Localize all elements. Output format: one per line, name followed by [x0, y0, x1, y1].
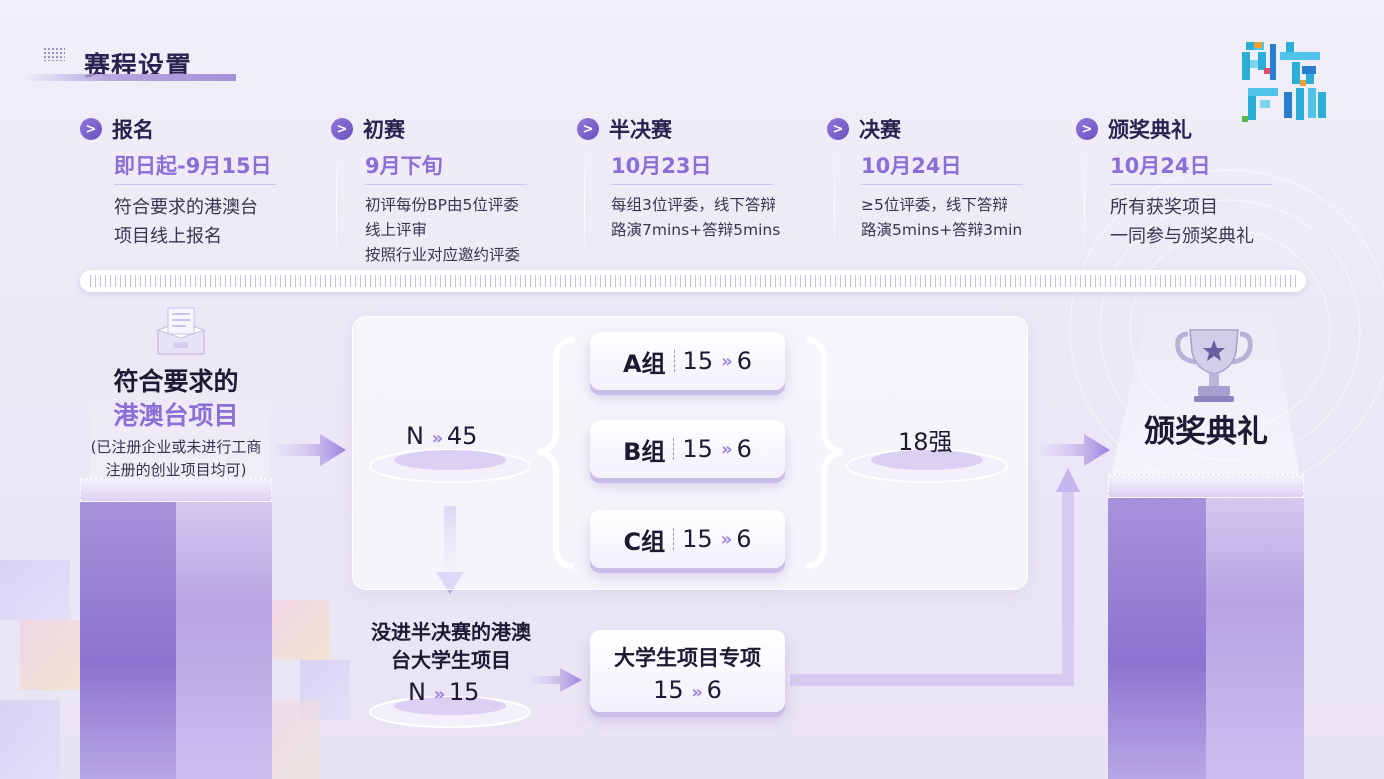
- stage-date: 9月下旬: [365, 150, 527, 185]
- stage-divider: [336, 150, 337, 265]
- group-label: B组: [623, 437, 666, 466]
- group-c-card: C组 15 » 6: [590, 510, 785, 568]
- result-node: 18强: [898, 428, 953, 456]
- group-to: 6: [736, 525, 752, 553]
- timeline-ruler: [80, 270, 1306, 292]
- title-underline: [24, 74, 236, 81]
- stage-desc: 所有获奖项目 一同参与颁奖典礼: [1110, 193, 1306, 251]
- stage-divider: [584, 150, 585, 265]
- entry-title-line1: 符合要求的: [113, 367, 239, 396]
- start-n-label: N: [406, 422, 424, 450]
- start-n-value: 45: [446, 422, 478, 450]
- stage-desc: 符合要求的港澳台 项目线上报名: [114, 193, 310, 251]
- start-disc: [369, 449, 531, 483]
- stage-name: 半决赛: [609, 118, 672, 142]
- entry-pillar-right-face: [176, 490, 272, 779]
- stage-desc-line: 每组3位评委，线下答辩: [611, 196, 776, 214]
- stage-desc-line: 项目线上报名: [114, 226, 222, 247]
- stage-desc-line: ≥5位评委，线下答辩: [861, 196, 1008, 214]
- chevron-right-icon: >: [1076, 118, 1098, 140]
- arrow-icon: »: [721, 350, 732, 372]
- entry-note-line: (已注册企业或未进行工商: [90, 438, 262, 456]
- university-label-line: 没进半决赛的港澳: [371, 620, 531, 644]
- entry-pillar-top: [80, 478, 272, 502]
- chevron-right-icon: >: [331, 118, 353, 140]
- university-n-value: 15: [448, 678, 480, 706]
- brand-logo-icon: [1242, 42, 1326, 122]
- university-disc: [369, 696, 531, 728]
- start-node: N » 45: [406, 422, 477, 450]
- entry-note: (已注册企业或未进行工商 注册的创业项目均可): [60, 436, 292, 482]
- stage-preliminary: > 初赛 9月下旬 初评每份BP由5位评委 线上评审 按照行业对应邀约评委: [331, 114, 561, 268]
- chevron-right-icon: >: [80, 118, 102, 140]
- university-to: 6: [706, 676, 722, 704]
- group-a-card: A组 15 » 6: [590, 332, 785, 390]
- university-card-value: 15 » 6: [590, 676, 785, 704]
- stage-semifinal: > 半决赛 10月23日 每组3位评委，线下答辩 路演7mins+答辩5mins: [577, 114, 807, 243]
- stage-date: 10月24日: [861, 150, 1023, 185]
- university-label-line: 台大学生项目: [391, 648, 511, 672]
- university-label: 没进半决赛的港澳 台大学生项目: [350, 618, 552, 674]
- stage-date: 10月23日: [611, 150, 773, 185]
- trophy-icon: [1175, 329, 1253, 402]
- chevron-right-icon: >: [827, 118, 849, 140]
- group-separator: [673, 438, 675, 460]
- arrow-icon: »: [720, 438, 732, 460]
- stage-divider: [834, 150, 835, 265]
- stage-desc-line: 一同参与颁奖典礼: [1110, 226, 1254, 247]
- chevron-right-icon: >: [577, 118, 599, 140]
- group-from: 15: [682, 525, 713, 553]
- group-from: 15: [682, 435, 713, 463]
- stage-date: 10月24日: [1110, 150, 1272, 185]
- arrow-icon: »: [691, 682, 702, 703]
- stage-desc: 初评每份BP由5位评委 线上评审 按照行业对应邀约评委: [365, 193, 561, 268]
- stage-date: 即日起-9月15日: [114, 150, 276, 185]
- group-to: 6: [736, 435, 752, 463]
- arrow-icon: »: [431, 428, 443, 449]
- stage-name: 初赛: [363, 118, 405, 142]
- award-pillar-left-face: [1108, 486, 1206, 779]
- entry-title-line2: 港澳台项目: [113, 401, 239, 430]
- stage-divider: [1084, 150, 1085, 265]
- stage-registration: > 报名 即日起-9月15日 符合要求的港澳台 项目线上报名: [80, 114, 310, 251]
- group-to: 6: [736, 347, 753, 375]
- group-separator: [673, 350, 675, 372]
- stage-desc-line: 初评每份BP由5位评委: [365, 196, 519, 214]
- group-label: A组: [622, 349, 666, 378]
- stage-desc-line: 路演5mins+答辩3min: [861, 221, 1023, 239]
- stage-desc: ≥5位评委，线下答辩 路演5mins+答辩3min: [861, 193, 1057, 243]
- award-pillar-right-face: [1206, 486, 1304, 779]
- group-from: 15: [682, 347, 714, 375]
- entry-pillar-left-face: [80, 490, 176, 779]
- title-dots-decor: [43, 47, 65, 61]
- entry-note-line: 注册的创业项目均可): [105, 461, 247, 479]
- university-from: 15: [653, 676, 684, 704]
- university-card-title: 大学生项目专项: [614, 646, 761, 670]
- arrow-icon: »: [433, 684, 445, 705]
- stage-desc-line: 所有获奖项目: [1110, 197, 1218, 218]
- stage-name: 颁奖典礼: [1108, 118, 1192, 142]
- award-pillar-top: [1108, 474, 1304, 498]
- stage-final: > 决赛 10月24日 ≥5位评委，线下答辩 路演5mins+答辩3min: [827, 114, 1057, 243]
- stage-award: > 颁奖典礼 10月24日 所有获奖项目 一同参与颁奖典礼: [1076, 114, 1306, 251]
- stage-name: 报名: [112, 118, 154, 142]
- award-title: 颁奖典礼: [1144, 414, 1268, 450]
- university-special-card: 大学生项目专项 15 » 6: [590, 630, 785, 712]
- result-disc: [846, 449, 1008, 483]
- stage-desc-line: 线上评审: [365, 221, 428, 239]
- stage-desc: 每组3位评委，线下答辩 路演7mins+答辩5mins: [611, 193, 807, 243]
- group-separator: [673, 528, 675, 550]
- document-box-icon: [156, 307, 206, 355]
- stage-desc-line: 按照行业对应邀约评委: [365, 246, 521, 264]
- university-n-label: N: [408, 678, 426, 706]
- group-b-card: B组 15 » 6: [590, 420, 785, 478]
- university-n-node: N » 15: [408, 678, 479, 706]
- arrow-icon: »: [720, 528, 732, 550]
- stage-desc-line: 符合要求的港澳台: [114, 197, 258, 218]
- stage-desc-line: 路演7mins+答辩5mins: [611, 221, 781, 239]
- group-label: C组: [623, 527, 666, 556]
- stage-name: 决赛: [859, 118, 901, 142]
